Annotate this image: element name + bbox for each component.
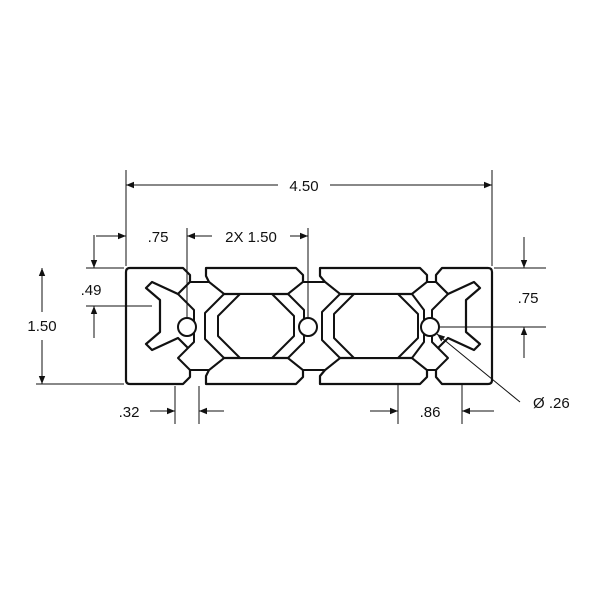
dimension-annotations: 4.50 .75 2X 1.50 .49 1.50 .75 .32 (27, 170, 570, 424)
cavity-left (217, 293, 295, 359)
center-hole-middle (298, 317, 318, 337)
dim-slot-opening: .32 (119, 404, 140, 421)
web-left (177, 281, 225, 371)
dim-overall-width: 4.50 (289, 178, 318, 195)
dim-left-offset: .75 (148, 229, 169, 246)
dim-overall-height: 1.50 (27, 318, 56, 335)
center-hole-right (420, 317, 440, 337)
dim-hole-diameter: Ø .26 (533, 395, 570, 412)
dim-slot-inner-width: .86 (420, 404, 441, 421)
profile-right-end (434, 266, 494, 386)
cavity-right (333, 293, 419, 359)
center-hole-left (177, 317, 197, 337)
dim-pitch: 2X 1.50 (225, 229, 277, 246)
dim-right-offset: .75 (518, 290, 539, 307)
profile-outline (124, 266, 192, 386)
dim-slot-height: .49 (81, 282, 102, 299)
extrusion-profile (124, 266, 494, 386)
